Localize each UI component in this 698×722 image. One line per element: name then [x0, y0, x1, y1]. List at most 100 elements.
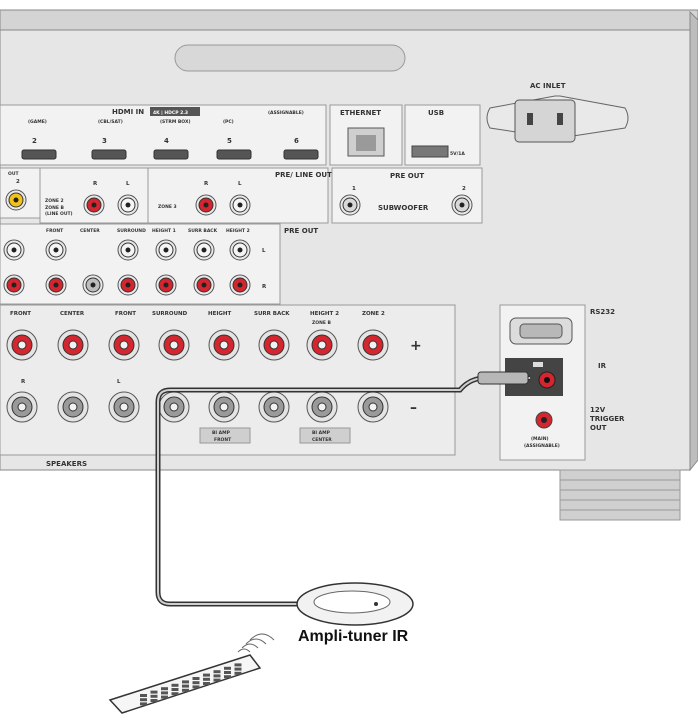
zone2-r: R	[93, 181, 98, 187]
remote-button	[140, 698, 147, 702]
rs232-label: RS232	[590, 308, 615, 316]
speaker-channel-label: ZONE 2	[362, 311, 385, 317]
height2-sub: ZONE B	[312, 320, 331, 326]
hdmi-badge: 4K | HDCP 2.3	[153, 110, 188, 116]
hdmi-input-number: 2	[32, 137, 37, 145]
remote-button	[182, 688, 189, 692]
usb-section: USB 5V/1A	[404, 104, 481, 166]
zone2-sub: ZONE B	[45, 205, 64, 211]
hdmi-port[interactable]	[91, 149, 127, 160]
ac-inlet-label: AC INLET	[530, 82, 566, 90]
zone3-label: ZONE 3	[158, 204, 177, 210]
remote-button	[234, 671, 242, 675]
pre-line-out-label: PRE/ LINE OUT	[275, 171, 332, 179]
pre-out-channel-label: HEIGHT 2	[226, 228, 250, 234]
ethernet-section: ETHERNET	[329, 104, 403, 166]
hdmi-input-number: 6	[294, 137, 299, 145]
control-section: RS232 IR 12V TRIGGER OUT (MAIN) (ASSIGNA…	[499, 304, 625, 461]
remote-button	[161, 691, 168, 695]
trigger-line-2: TRIGGER	[590, 415, 625, 423]
speaker-channel-label: FRONT	[115, 311, 136, 317]
remote-button	[161, 695, 168, 699]
speaker-channel-label: HEIGHT	[208, 311, 232, 317]
remote-button	[224, 666, 231, 670]
trigger-line-1: 12V	[590, 406, 606, 414]
ir-plug	[477, 371, 529, 385]
pre-out-l: L	[262, 248, 266, 254]
ac-inlet-socket[interactable]	[514, 99, 576, 143]
ethernet-label: ETHERNET	[340, 109, 381, 117]
chassis-foot	[559, 469, 681, 521]
speaker-r-letter: R	[21, 379, 26, 385]
hdmi-input-name: (CBL/SAT)	[98, 119, 123, 125]
hdmi-port[interactable]	[153, 149, 189, 160]
usb-port[interactable]	[411, 145, 449, 158]
remote-control	[108, 654, 262, 714]
hdmi-title: HDMI IN	[112, 108, 144, 116]
remote-button	[203, 673, 210, 677]
subwoofer-label: SUBWOOFER	[378, 204, 429, 212]
hdmi-input-name: (PC)	[223, 119, 234, 125]
speaker-channel-label: SURROUND	[152, 311, 188, 317]
speaker-channel-label: FRONT	[10, 311, 31, 317]
bi-amp-front-2: FRONT	[214, 437, 232, 443]
remote-button	[213, 674, 221, 678]
remote-button	[140, 694, 147, 697]
remote-button	[150, 699, 158, 702]
speaker-l-letter: L	[117, 379, 121, 385]
hdmi-section: HDMI IN 4K | HDCP 2.3 (ASSIGNABLE) (GAME…	[0, 104, 327, 166]
hdmi-input-number: 4	[164, 137, 169, 145]
sub-num-2: 2	[462, 186, 466, 192]
pre-out-channel-label: SURROUND	[117, 228, 146, 234]
remote-button	[182, 680, 189, 684]
hdmi-input-number: 5	[227, 137, 232, 145]
hdmi-port[interactable]	[21, 149, 57, 160]
antenna-bar	[174, 44, 406, 72]
remote-button	[182, 684, 189, 688]
remote-button	[192, 677, 200, 680]
speaker-minus: –	[410, 400, 417, 416]
speaker-channel-label: SURR BACK	[254, 311, 290, 317]
ac-inlet-section: AC INLET	[486, 82, 629, 143]
ir-label: IR	[598, 362, 607, 370]
partial-out-label: OUT	[8, 171, 19, 177]
pre-out-r: R	[262, 284, 267, 290]
partial-num: 2	[16, 179, 20, 185]
remote-button	[203, 682, 210, 685]
remote-button	[224, 671, 231, 674]
pre-line-out-section: OUT 2 ZONE 2 ZONE B (LINE OUT) ZONE 3 R …	[0, 167, 332, 224]
ir-signal-icon	[237, 633, 275, 653]
bi-amp-front-1: BI AMP	[212, 430, 231, 436]
bi-amp-center-1: BI AMP	[312, 430, 331, 436]
hdmi-input-name: (GAME)	[28, 119, 47, 125]
zone2-label: ZONE 2	[45, 198, 64, 204]
hdmi-assignable: (ASSIGNABLE)	[268, 110, 304, 116]
ir-receiver-caption: Ampli-tuner IR	[298, 628, 409, 645]
remote-button	[192, 681, 200, 685]
hdmi-port[interactable]	[283, 149, 319, 160]
speaker-plus: +	[410, 338, 422, 354]
bi-amp-center-2: CENTER	[312, 437, 332, 443]
trigger-line-3: OUT	[590, 424, 607, 432]
sub-num-1: 1	[352, 186, 356, 192]
sub-pre-out-header: PRE OUT	[390, 172, 424, 180]
remote-button	[171, 692, 179, 696]
hdmi-port[interactable]	[216, 149, 252, 160]
speaker-channel-label: CENTER	[60, 311, 85, 317]
pre-out-channel-label: HEIGHT 1	[152, 228, 176, 234]
zone3-l: L	[238, 181, 242, 187]
zone2-line: (LINE OUT)	[45, 211, 73, 217]
hdmi-input-name: (STRM BOX)	[160, 119, 191, 125]
pre-out-label: PRE OUT	[284, 227, 318, 235]
remote-button	[140, 702, 147, 706]
pre-out-channel-label: SURR BACK	[188, 228, 218, 234]
remote-button	[171, 688, 179, 691]
trigger-sub-2: (ASSIGNABLE)	[524, 443, 560, 449]
remote-button	[161, 687, 168, 691]
remote-button	[213, 678, 221, 682]
hdmi-input-number: 3	[102, 137, 107, 145]
remote-button	[171, 683, 179, 687]
zone3-r: R	[204, 181, 209, 187]
